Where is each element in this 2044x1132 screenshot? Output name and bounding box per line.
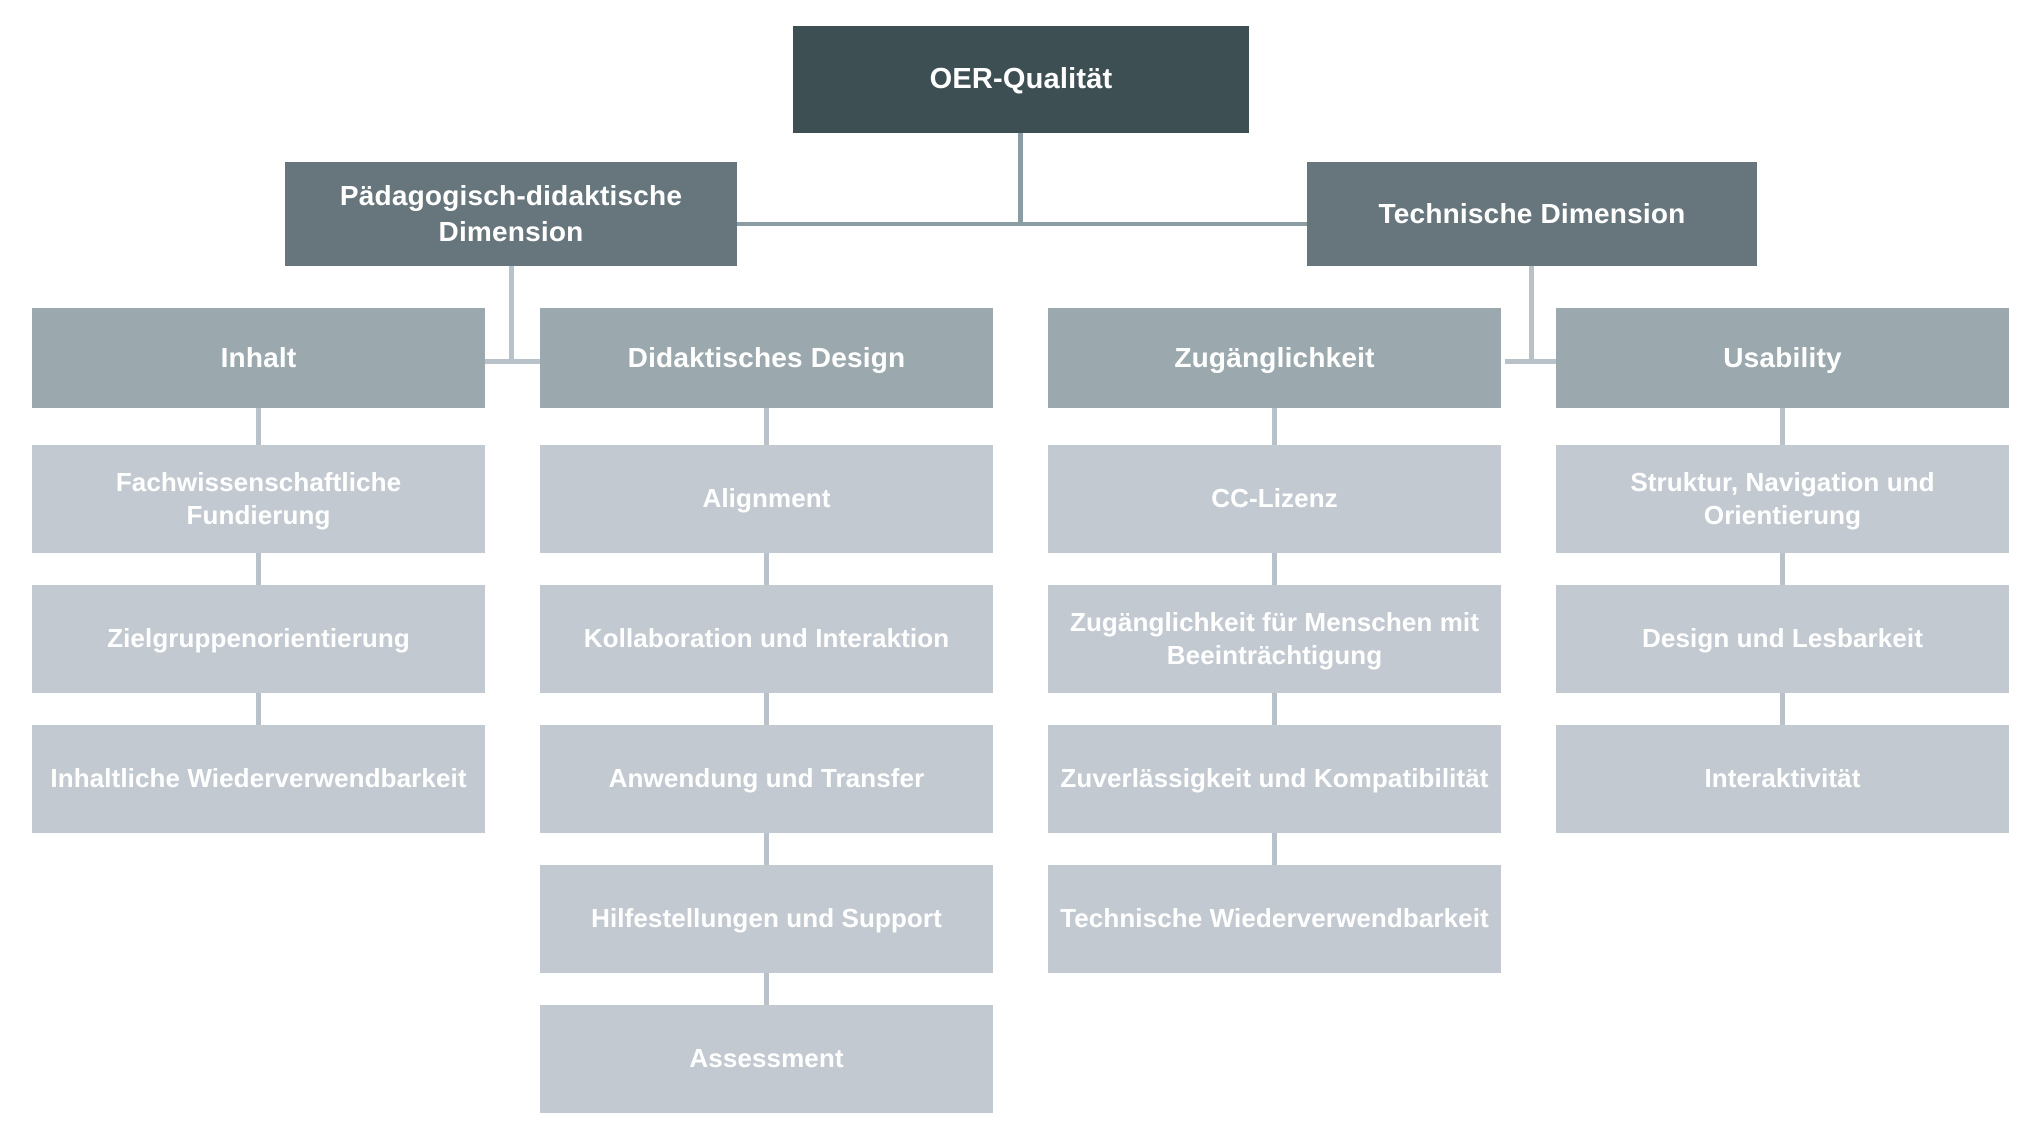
node-leaf-hilfestellungen-und-support[interactable]: Hilfestellungen und Support <box>540 865 993 973</box>
node-leaf-struktur-navigation-und-orientierung[interactable]: Struktur, Navigation und Orientierung <box>1556 445 2009 553</box>
node-leaf-design-und-lesbarkeit[interactable]: Design und Lesbarkeit <box>1556 585 2009 693</box>
node-leaf-fachwissenschaftliche-fundierung[interactable]: Fachwissenschaftliche Fundierung <box>32 445 485 553</box>
connector-dimension-bus <box>737 222 1307 226</box>
node-leaf-technische-wiederverwendbarkeit[interactable]: Technische Wiederverwendbarkeit <box>1048 865 1501 973</box>
node-leaf-cc-lizenz[interactable]: CC-Lizenz <box>1048 445 1501 553</box>
connector-col3-seg4 <box>1272 833 1277 865</box>
connector-col4-seg1 <box>1780 408 1785 445</box>
connector-col1-seg2 <box>256 553 261 585</box>
node-dimension-technische[interactable]: Technische Dimension <box>1307 162 1757 266</box>
node-leaf-interaktivitaet[interactable]: Interaktivität <box>1556 725 2009 833</box>
node-leaf-zuverlaessigkeit-und-kompatibilitaet[interactable]: Zuverlässigkeit und Kompatibilität <box>1048 725 1501 833</box>
connector-col3-seg3 <box>1272 693 1277 725</box>
connector-col1-seg1 <box>256 408 261 445</box>
connector-left-dimension-stem <box>509 266 514 363</box>
node-category-zugaenglichkeit[interactable]: Zugänglichkeit <box>1048 308 1501 408</box>
connector-col2-seg3 <box>764 693 769 725</box>
connector-root-stem <box>1018 133 1023 224</box>
connector-col2-seg4 <box>764 833 769 865</box>
connector-col2-seg2 <box>764 553 769 585</box>
node-leaf-inhaltliche-wiederverwendbarkeit[interactable]: Inhaltliche Wiederverwendbarkeit <box>32 725 485 833</box>
node-category-usability[interactable]: Usability <box>1556 308 2009 408</box>
node-category-didaktisches-design[interactable]: Didaktisches Design <box>540 308 993 408</box>
connector-col4-seg2 <box>1780 553 1785 585</box>
connector-col4-seg3 <box>1780 693 1785 725</box>
node-leaf-alignment[interactable]: Alignment <box>540 445 993 553</box>
node-root-oer-qualitaet[interactable]: OER-Qualität <box>793 26 1249 133</box>
node-dimension-paedagogisch-didaktische[interactable]: Pädagogisch-didaktische Dimension <box>285 162 737 266</box>
connector-right-dimension-stem <box>1529 266 1534 363</box>
node-category-inhalt[interactable]: Inhalt <box>32 308 485 408</box>
connector-col2-seg1 <box>764 408 769 445</box>
connector-left-dimension-children-bus <box>485 359 543 364</box>
node-leaf-zielgruppenorientierung[interactable]: Zielgruppenorientierung <box>32 585 485 693</box>
node-leaf-assessment[interactable]: Assessment <box>540 1005 993 1113</box>
connector-col1-seg3 <box>256 693 261 725</box>
connector-col3-seg1 <box>1272 408 1277 445</box>
node-leaf-zugaenglichkeit-fuer-menschen-mit-beeintraechtigung[interactable]: Zugänglichkeit für Menschen mit Beeinträ… <box>1048 585 1501 693</box>
connector-col3-seg2 <box>1272 553 1277 585</box>
node-leaf-anwendung-und-transfer[interactable]: Anwendung und Transfer <box>540 725 993 833</box>
connector-col2-seg5 <box>764 973 769 1005</box>
node-leaf-kollaboration-und-interaktion[interactable]: Kollaboration und Interaktion <box>540 585 993 693</box>
connector-right-dimension-children-bus <box>1505 359 1563 364</box>
